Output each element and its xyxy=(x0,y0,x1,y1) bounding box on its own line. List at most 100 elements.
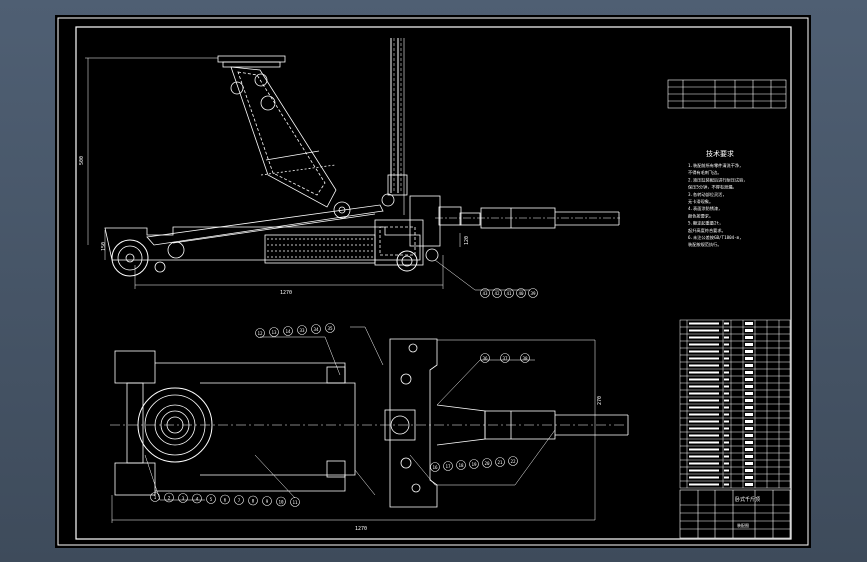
title-block xyxy=(679,489,791,539)
balloon xyxy=(262,496,272,506)
balloon-label: 10 xyxy=(278,500,284,505)
inner-border xyxy=(75,26,792,540)
balloon-label: 43 xyxy=(482,291,488,296)
balloons-plan-right: 36 37 38 xyxy=(480,353,530,363)
tech-req-line: 5.额定起重量2t， xyxy=(688,220,723,227)
balloon-label: 41 xyxy=(506,291,512,296)
balloon-label: 36 xyxy=(482,356,488,361)
tech-req-line: 2.液压缸装配后进行耐压试验， xyxy=(688,176,747,183)
balloon xyxy=(480,353,490,363)
balloons-top-row: 43 42 41 40 39 xyxy=(480,288,538,298)
balloon xyxy=(495,457,505,467)
balloon-label: 8 xyxy=(252,499,255,504)
dim-plan-height: 270 xyxy=(597,396,603,405)
balloon xyxy=(255,328,265,338)
balloon xyxy=(430,462,440,472)
balloon-label: 12 xyxy=(257,331,263,336)
parts-list xyxy=(679,319,791,489)
tech-req-line: 3.各转动部位灵活， xyxy=(688,191,727,198)
balloon xyxy=(220,494,230,505)
balloon xyxy=(290,497,300,507)
balloon xyxy=(456,460,466,470)
tech-req-title: 技术要求 xyxy=(706,149,734,158)
balloon xyxy=(269,327,279,337)
balloon xyxy=(178,493,188,503)
balloon xyxy=(443,461,453,471)
balloon-label: 38 xyxy=(522,356,528,361)
spec-table xyxy=(667,79,787,109)
balloon xyxy=(164,492,174,503)
balloon xyxy=(248,495,258,506)
tech-req-line: 1.装配前所有零件清洗干净， xyxy=(688,162,743,169)
balloon-label: 16 xyxy=(432,465,438,470)
tech-requirements: 1.装配前所有零件清洗干净， 不得有毛刺飞边。2.液压缸装配后进行耐压试验， 保… xyxy=(688,162,747,248)
tech-req-line: 无卡滞现象。 xyxy=(688,198,713,205)
balloon-label: 34 xyxy=(313,327,319,332)
balloon-label: 6 xyxy=(224,498,227,503)
title-block-sub: 装配图 xyxy=(737,522,749,528)
balloon-label: 17 xyxy=(445,464,451,469)
tech-req-line: 装配按规范执行。 xyxy=(688,241,722,248)
outer-border xyxy=(57,17,809,546)
tech-req-line: 6.未注公差按GB/T1804-m， xyxy=(688,234,743,241)
dim-top-length: 1270 xyxy=(280,290,292,296)
balloon xyxy=(234,495,244,505)
balloon-label: 7 xyxy=(238,498,241,503)
balloon xyxy=(492,288,502,298)
side-elevation-view xyxy=(85,38,620,291)
balloon xyxy=(480,288,490,298)
balloon-label: 11 xyxy=(292,500,298,505)
balloon xyxy=(206,494,216,504)
balloon-label: 18 xyxy=(458,463,464,468)
balloon-label: 13 xyxy=(271,330,277,335)
dim-plan-length: 1270 xyxy=(355,526,367,532)
balloon-label: 21 xyxy=(497,460,503,465)
balloon-label: 5 xyxy=(210,497,213,502)
balloon xyxy=(482,458,492,468)
balloon-label: 37 xyxy=(502,356,508,361)
balloon-label: 9 xyxy=(266,499,269,504)
balloon xyxy=(500,353,510,363)
balloon xyxy=(325,323,335,333)
dim-top-small: 150 xyxy=(101,242,107,251)
tech-req-line: 保压5分钟，不得有泄漏。 xyxy=(688,184,737,191)
tech-req-line: 起升高度符合要求。 xyxy=(688,227,726,234)
balloon-label: 4 xyxy=(196,497,199,502)
balloon-label: 3 xyxy=(182,496,185,501)
balloon-label: 39 xyxy=(530,291,536,296)
plan-view xyxy=(110,326,629,523)
balloon xyxy=(469,459,479,469)
balloon xyxy=(192,493,202,504)
balloon-label: 42 xyxy=(494,291,500,296)
balloons-plan-bottom: 1 2 3 4 5 6 7 8 9 10 11 xyxy=(150,492,300,507)
balloon xyxy=(508,456,518,466)
title-block-name: 卧式千斤顶 xyxy=(735,496,760,503)
balloon-label: 33 xyxy=(299,328,305,333)
dim-top-height: 500 xyxy=(79,156,85,165)
balloon-label: 22 xyxy=(510,459,516,464)
balloon-label: 2 xyxy=(168,496,171,501)
balloons-plan-top: 12 13 14 33 34 35 xyxy=(255,323,335,338)
balloon-label: 1 xyxy=(154,495,157,500)
balloon xyxy=(150,492,160,502)
balloon xyxy=(504,288,514,298)
balloon xyxy=(283,326,293,336)
tech-req-line: 4.表面涂防锈漆， xyxy=(688,205,722,212)
balloon xyxy=(528,288,538,298)
balloon xyxy=(297,325,307,335)
tech-req-line: 颜色按要求。 xyxy=(688,212,713,219)
balloon-label: 40 xyxy=(518,291,524,296)
dim-top-right: 120 xyxy=(464,236,470,245)
balloon-label: 19 xyxy=(471,462,477,467)
balloon-label: 20 xyxy=(484,461,490,466)
balloon xyxy=(516,288,526,298)
balloon xyxy=(276,496,286,507)
balloon-label: 35 xyxy=(327,326,333,331)
tech-req-line: 不得有毛刺飞边。 xyxy=(688,169,722,176)
balloons-plan-low: 16 17 18 19 20 21 22 xyxy=(430,456,518,472)
balloon-label: 14 xyxy=(285,329,291,334)
balloon xyxy=(520,353,530,363)
